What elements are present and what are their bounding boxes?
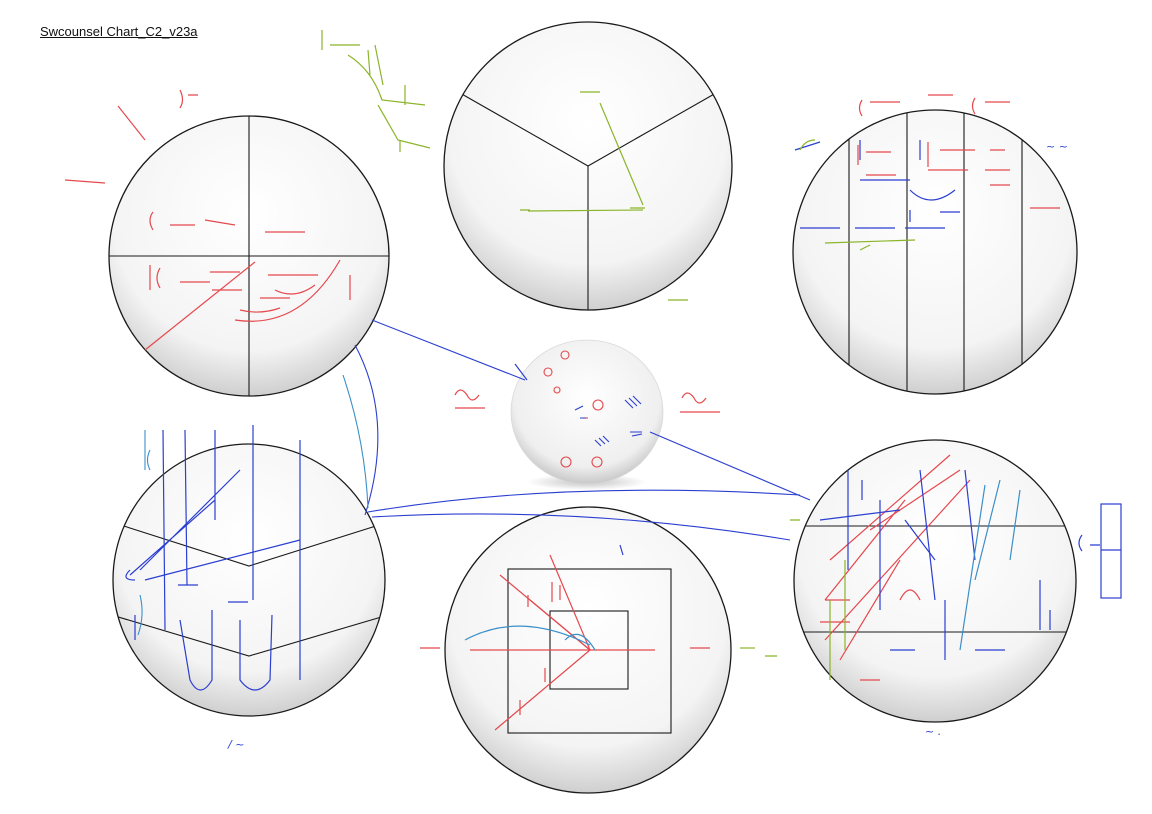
sphere-bottom-left-annotations [125,425,301,691]
sphere-top-left [64,89,390,397]
center-egg-annotations [543,350,643,468]
sphere-top-center [443,21,733,311]
connectors [342,319,811,541]
sphere-bottom-center-annotations [420,544,755,731]
svg-text:~ .: ~ . [925,725,941,738]
sphere-top-right-annotations [794,94,1060,251]
sphere-bottom-center [420,506,755,794]
sphere-top-center-annotations [520,91,688,301]
svg-text:/ ~: / ~ [227,738,244,751]
sphere-bottom-right-annotations [765,454,1051,681]
sphere-bottom-right: ~ . [765,439,1077,738]
document-title: Swcounsel Chart_C2_v23a [40,24,198,39]
sphere-bottom-left: / ~ [112,425,386,751]
sphere-top-right: ~ ~ [792,94,1078,395]
svg-text:~ ~: ~ ~ [1046,140,1068,153]
sphere-top-left-annotations [144,211,351,351]
center-egg [510,339,664,490]
side-box [1078,503,1122,599]
sphere-top-left-outer-marks [64,89,198,184]
egg-side-notes [454,363,720,413]
green-note-top [321,30,431,152]
